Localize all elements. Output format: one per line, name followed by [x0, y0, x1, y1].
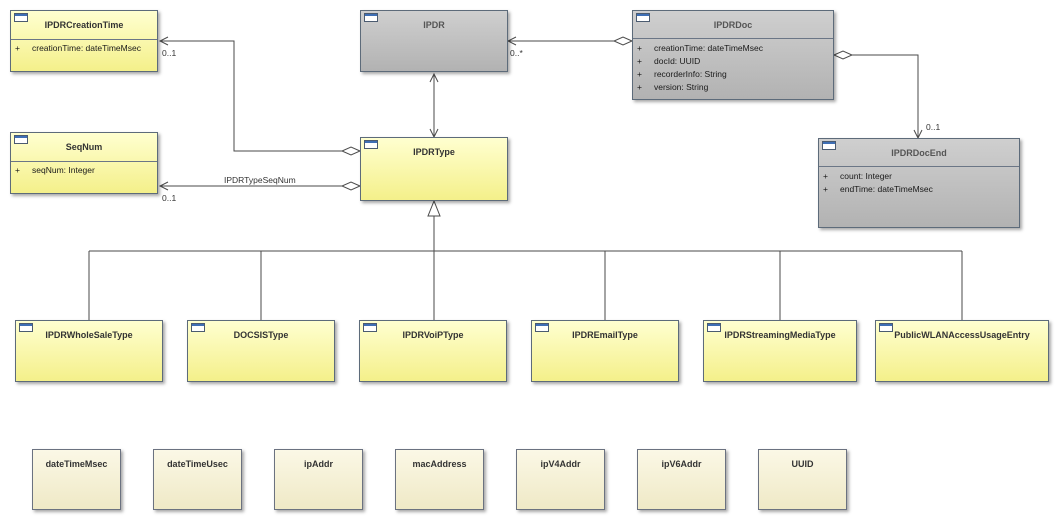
seqnum-association-label: IPDRTypeSeqNum [224, 175, 296, 185]
datatype-box[interactable]: macAddress [395, 449, 484, 510]
datatype-name: ipV6Addr [661, 459, 702, 469]
class-name: IPDR [423, 20, 445, 30]
class-icon [363, 323, 377, 332]
class-name: IPDRVoiPType [402, 330, 464, 340]
class-name: IPDRCreationTime [44, 20, 124, 30]
class-name: SeqNum [65, 142, 103, 152]
compartment-divider [11, 161, 157, 162]
class-icon [707, 323, 721, 332]
class-icon [879, 323, 893, 332]
class-ipdr-doc[interactable]: IPDRDoc +creationTime: dateTimeMsec +doc… [632, 10, 834, 100]
datatype-name: macAddress [412, 459, 467, 469]
class-name: IPDRDocEnd [891, 148, 947, 158]
class-icon [14, 135, 28, 144]
attribute: +seqNum: Integer [15, 165, 95, 175]
datatype-name: dateTimeUsec [167, 459, 228, 469]
creation-time-multiplicity: 0..1 [162, 48, 177, 58]
datatype-box[interactable]: dateTimeMsec [32, 449, 121, 510]
doc-end-aggregation-diamond [832, 50, 854, 60]
attribute: +version: String [637, 82, 709, 92]
attribute-list: +count: Integer +endTime: dateTimeMsec [819, 170, 1019, 196]
seqnum-aggregation-diamond [340, 181, 362, 191]
attribute: +creationTime: dateTimeMsec [637, 43, 763, 53]
datatype-box[interactable]: UUID [758, 449, 847, 510]
class-ipdr-doc-end[interactable]: IPDRDocEnd +count: Integer +endTime: dat… [818, 138, 1020, 228]
creation-time-arrowhead [158, 36, 169, 46]
datatype-box[interactable]: ipV4Addr [516, 449, 605, 510]
class-name: DOCSISType [233, 330, 289, 340]
class-name: IPDRWholeSaleType [45, 330, 133, 340]
creation-time-association [160, 40, 360, 152]
attribute-list: +creationTime: dateTimeMsec +docId: UUID… [633, 42, 833, 94]
seqnum-multiplicity: 0..1 [162, 193, 177, 203]
attribute: +docId: UUID [637, 56, 701, 66]
attribute: +endTime: dateTimeMsec [823, 184, 933, 194]
compartment-divider [633, 38, 833, 39]
compartment-divider [819, 166, 1019, 167]
datatype-name: ipV4Addr [540, 459, 581, 469]
class-ipdr[interactable]: IPDR [360, 10, 508, 72]
creation-time-aggregation-diamond [340, 146, 362, 156]
class-icon [822, 141, 836, 150]
class-icon [191, 323, 205, 332]
class-icon [14, 13, 28, 22]
class-icon [535, 323, 549, 332]
class-subtype[interactable]: PublicWLANAccessUsageEntry [875, 320, 1049, 382]
class-name: IPDRType [413, 147, 455, 157]
datatype-name: UUID [791, 459, 814, 469]
class-subtype[interactable]: DOCSISType [187, 320, 335, 382]
datatype-box[interactable]: ipV6Addr [637, 449, 726, 510]
attribute-list: +creationTime: dateTimeMsec [11, 42, 157, 55]
class-name: IPDREmailType [572, 330, 638, 340]
class-name: IPDRStreamingMediaType [724, 330, 836, 340]
datatype-name: dateTimeMsec [45, 459, 108, 469]
ipdr-doc-arrowhead [506, 36, 517, 46]
class-subtype[interactable]: IPDRWholeSaleType [15, 320, 163, 382]
class-subtype[interactable]: IPDREmailType [531, 320, 679, 382]
doc-end-multiplicity: 0..1 [926, 122, 941, 132]
attribute: +creationTime: dateTimeMsec [15, 43, 141, 53]
datatype-box[interactable]: dateTimeUsec [153, 449, 242, 510]
class-icon [364, 140, 378, 149]
class-icon [19, 323, 33, 332]
class-icon [364, 13, 378, 22]
ipdr-end-arrowhead [429, 72, 439, 83]
attribute: +recorderInfo: String [637, 69, 727, 79]
ipdr-doc-aggregation-diamond [612, 36, 634, 46]
doc-end-association [834, 54, 919, 138]
class-name: IPDRDoc [713, 20, 753, 30]
generalization-triangle [427, 199, 441, 217]
class-subtype[interactable]: IPDRStreamingMediaType [703, 320, 857, 382]
class-subtype[interactable]: IPDRVoiPType [359, 320, 507, 382]
attribute: +count: Integer [823, 171, 892, 181]
class-ipdr-type[interactable]: IPDRType [360, 137, 508, 201]
class-ipdr-creation-time[interactable]: IPDRCreationTime +creationTime: dateTime… [10, 10, 158, 72]
attribute-list: +seqNum: Integer [11, 164, 157, 177]
compartment-divider [11, 39, 157, 40]
ipdr-multiplicity: 0..* [510, 48, 523, 58]
class-seqnum[interactable]: SeqNum +seqNum: Integer [10, 132, 158, 194]
class-icon [636, 13, 650, 22]
seqnum-arrowhead [158, 181, 169, 191]
datatype-box[interactable]: ipAddr [274, 449, 363, 510]
class-name: PublicWLANAccessUsageEntry [894, 330, 1030, 340]
datatype-name: ipAddr [304, 459, 333, 469]
